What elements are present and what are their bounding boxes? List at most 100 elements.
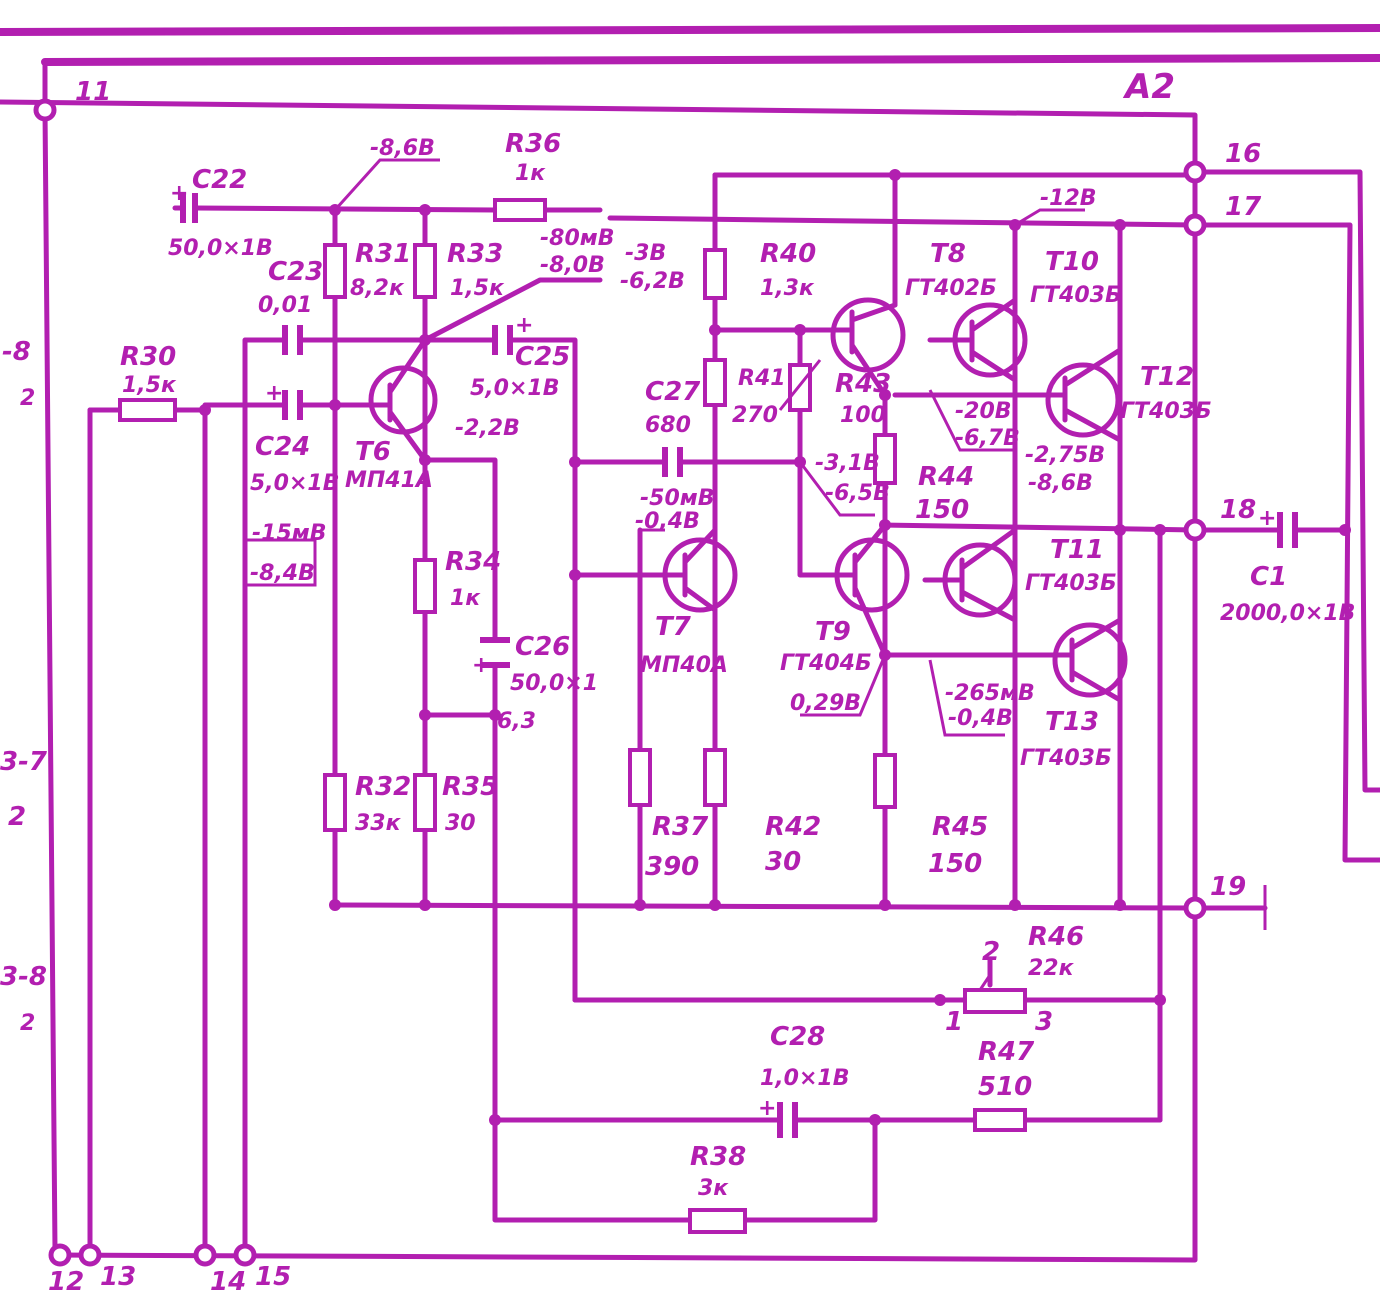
voltage-6: -2,2В [455,416,520,441]
r42-value: 30 [765,847,801,877]
r31-value: 8,2к [350,276,405,301]
voltage-3: -8,0В [540,253,605,278]
c27-name: C27 [645,377,701,407]
t10-type: ГТ403Б [1030,283,1122,308]
labels: A2 11 16 17 18 19 12 13 14 15 -8 2 3-7 2… [0,67,1355,1296]
transistor-t11 [922,527,1018,623]
voltage-4: -3В [625,241,666,266]
resistor-r42 [703,748,727,807]
pot-pin-3: 3 [1035,1007,1053,1037]
wiring [87,158,1380,1258]
resistor-r37 [628,748,652,807]
capacitor-c28 [777,1102,798,1138]
r40-name: R40 [760,239,816,269]
transistor-t12 [1027,347,1123,443]
resistor-r36 [493,198,547,222]
r42-name: R42 [765,812,821,842]
resistor-r47 [973,1108,1027,1132]
r30-name: R30 [120,342,176,372]
voltage-8: -0,4В [635,509,700,534]
r34-value: 1к [450,586,481,611]
c25-name: C25 [515,342,570,372]
resistor-r45 [873,753,897,809]
t7-type: МП40А [640,653,728,678]
r31-name: R31 [355,239,411,269]
transistor-t10 [927,297,1028,383]
resistor-r41 [703,358,727,407]
capacitor-c27 [662,447,683,477]
resistor-r35 [413,773,437,832]
pot-pin-2: 2 [982,937,1000,967]
c24-name: C24 [255,432,310,462]
resistor-r44 [873,433,897,485]
voltage-11: -6,7В [955,426,1020,451]
voltage-13: -6,5В [825,481,890,506]
plus-c24: + [265,381,283,406]
resistor-r40 [703,248,727,300]
resistor-r43 [788,363,812,412]
capacitors [172,193,1298,1138]
t10-name: Т10 [1045,247,1099,277]
voltage-2: -80мВ [540,226,615,251]
r41-name: R41 [738,366,786,391]
r35-name: R35 [442,772,498,802]
resistor-r32 [323,773,347,832]
resistor-r46 [963,988,1027,1014]
t11-type: ГТ403Б [1025,571,1117,596]
voltage-16: -15мВ [252,521,327,546]
t12-name: Т12 [1140,362,1194,392]
voltage-21: 6,3 [497,709,536,734]
voltage-10: -20В [955,399,1012,424]
left-label-f: 2 [20,1011,35,1036]
c25-value: 5,0×1В [470,376,559,401]
t12-type: ГТ403Б [1120,399,1212,424]
c1-name: C1 [1250,562,1287,592]
left-label-c: 3-7 [0,747,48,777]
voltage-12: -3,1В [815,451,880,476]
board-label: A2 [1122,67,1175,107]
c28-name: C28 [770,1022,825,1052]
r43-name: R43 [835,369,891,399]
r32-name: R32 [355,772,411,802]
capacitor-c26 [480,637,510,668]
r45-name: R45 [932,812,988,842]
t11-name: Т11 [1050,535,1104,565]
r44-value: 150 [915,495,969,525]
voltage-20: 0,29В [790,691,861,716]
r38-name: R38 [690,1142,746,1172]
resistor-r33 [413,243,437,299]
t9-name: Т9 [815,617,851,647]
node-11: 11 [75,77,111,107]
node-17: 17 [1225,192,1262,222]
r37-name: R37 [652,812,709,842]
t7-name: Т7 [655,612,692,642]
t13-type: ГТ403Б [1020,746,1112,771]
r46-name: R46 [1028,922,1084,952]
capacitor-c25 [492,325,513,355]
plus-c25: + [515,313,533,338]
t6-name: Т6 [355,437,391,467]
c22-name: C22 [192,165,247,195]
transistor-t6 [367,337,438,463]
transistor-t9 [832,522,910,658]
r33-value: 1,5к [450,276,505,301]
c22-value: 50,0×1В [168,236,273,261]
node-19: 19 [1210,872,1246,902]
voltage-19: -0,4В [948,706,1013,731]
plus-c28: + [758,1096,776,1121]
r36-name: R36 [505,129,561,159]
transistor-t7 [662,527,738,613]
voltage-18: -265мВ [945,681,1035,706]
c28-value: 1,0×1В [760,1066,849,1091]
c26-name: C26 [515,632,570,662]
r44-name: R44 [918,462,974,492]
r35-value: 30 [445,811,476,836]
r36-value: 1к [515,161,546,186]
left-label-b: 2 [20,386,35,411]
voltage-17: -8,4В [250,561,315,586]
resistor-r31 [323,243,347,299]
left-label-a: -8 [2,337,31,367]
voltage-15: -8,6В [1028,471,1093,496]
resistor-r38 [688,1208,747,1234]
capacitor-c22 [172,193,198,223]
